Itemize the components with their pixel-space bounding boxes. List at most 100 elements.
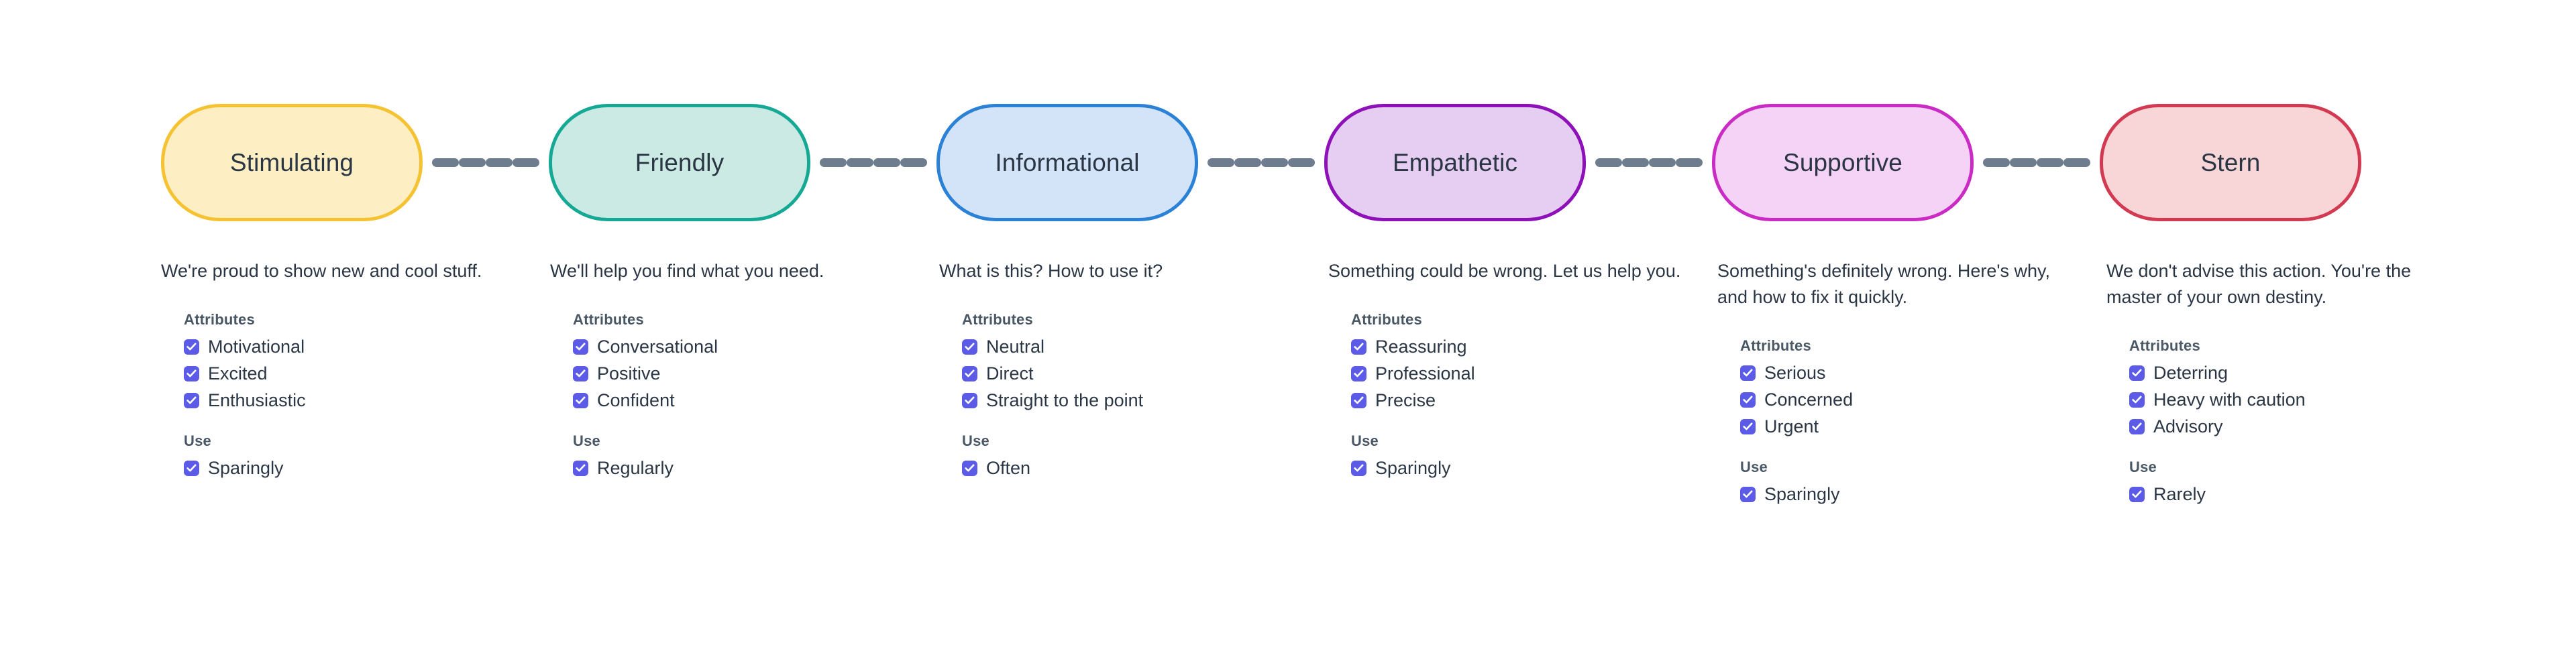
checkbox-checked-icon[interactable] [2129, 392, 2145, 408]
tone-pill-stimulating[interactable]: Stimulating [161, 104, 423, 221]
checkbox-checked-icon[interactable] [1351, 461, 1366, 476]
checkbox-row[interactable]: Enthusiastic [184, 390, 534, 412]
checkbox-checked-icon[interactable] [184, 393, 199, 408]
checkbox-checked-icon[interactable] [573, 461, 588, 476]
tone-description: Something's definitely wrong. Here's why… [1717, 261, 2051, 307]
checkbox-checked-icon[interactable] [1351, 366, 1366, 381]
checkbox-row[interactable]: Conversational [573, 336, 923, 358]
checkbox-row[interactable]: Often [962, 457, 1312, 479]
tone-pill-label: Informational [995, 149, 1140, 176]
checkbox-row[interactable]: Rarely [2129, 483, 2479, 506]
checkbox-row[interactable]: Urgent [1740, 416, 2090, 438]
checkbox-row[interactable]: Regularly [573, 457, 923, 479]
checkbox-row[interactable]: Sparingly [184, 457, 534, 479]
dashed-connector [1208, 158, 1315, 167]
connector-dash [2037, 158, 2063, 167]
attributes-group-title: Attributes [1351, 311, 1422, 328]
checkbox-row[interactable]: Sparingly [1740, 483, 2090, 506]
checkbox-checked-icon[interactable] [962, 461, 977, 476]
use-group-title: Use [1351, 432, 1379, 449]
checkbox-label: Sparingly [1375, 458, 1451, 478]
checkbox-checked-icon[interactable] [1740, 365, 1756, 381]
use-group-title: Use [962, 432, 989, 449]
dashed-connector [432, 158, 539, 167]
checkbox-row[interactable]: Concerned [1740, 389, 2090, 411]
connector-dash [1261, 158, 1288, 167]
checkbox-checked-icon[interactable] [962, 339, 977, 355]
attributes-group-title: Attributes [962, 311, 1033, 328]
connector-dash [1288, 158, 1315, 167]
use-group-title: Use [1740, 459, 1768, 475]
checkbox-checked-icon[interactable] [1351, 339, 1366, 355]
connector-dash [2063, 158, 2090, 167]
tone-column-supportive: Something's definitely wrong. Here's why… [1717, 258, 2106, 510]
checkbox-checked-icon[interactable] [1351, 393, 1366, 408]
attributes-group-title: Attributes [1740, 337, 1811, 354]
checkbox-row[interactable]: Precise [1351, 390, 1701, 412]
tone-pill-supportive[interactable]: Supportive [1712, 104, 1974, 221]
checkbox-label: Concerned [1764, 390, 1854, 410]
tone-pill-stern[interactable]: Stern [2100, 104, 2361, 221]
connector-dash [1649, 158, 1676, 167]
checkbox-checked-icon[interactable] [184, 366, 199, 381]
dashed-connector [820, 158, 927, 167]
checkbox-checked-icon[interactable] [1740, 392, 1756, 408]
checkbox-row[interactable]: Excited [184, 363, 534, 385]
checkbox-checked-icon[interactable] [573, 393, 588, 408]
connector-dash [1208, 158, 1234, 167]
checkbox-row[interactable]: Professional [1351, 363, 1701, 385]
checkbox-checked-icon[interactable] [1740, 419, 1756, 434]
checkbox-label: Regularly [597, 458, 674, 478]
checkbox-row[interactable]: Sparingly [1351, 457, 1701, 479]
tone-description: What is this? How to use it? [939, 261, 1163, 281]
use-group-title: Use [2129, 459, 2157, 475]
use-group-title: Use [573, 432, 600, 449]
checkbox-row[interactable]: Positive [573, 363, 923, 385]
checkbox-row[interactable]: Neutral [962, 336, 1312, 358]
tone-pill-friendly[interactable]: Friendly [549, 104, 810, 221]
checkbox-row[interactable]: Heavy with caution [2129, 389, 2479, 411]
checkbox-checked-icon[interactable] [184, 461, 199, 476]
checkbox-checked-icon[interactable] [184, 339, 199, 355]
checkbox-label: Direct [986, 363, 1034, 384]
checkbox-checked-icon[interactable] [573, 366, 588, 381]
checkbox-checked-icon[interactable] [962, 393, 977, 408]
checkbox-label: Urgent [1764, 416, 1819, 436]
checkbox-checked-icon[interactable] [962, 366, 977, 381]
checkbox-row[interactable]: Straight to the point [962, 390, 1312, 412]
checkbox-label: Positive [597, 363, 661, 384]
checkbox-label: Confident [597, 390, 675, 410]
checkbox-label: Sparingly [1764, 484, 1840, 504]
tone-pill-label: Stimulating [229, 149, 354, 176]
checkbox-row[interactable]: Direct [962, 363, 1312, 385]
checkbox-checked-icon[interactable] [573, 339, 588, 355]
checkbox-row[interactable]: Motivational [184, 336, 534, 358]
checkbox-row[interactable]: Advisory [2129, 416, 2479, 438]
connector-dash [900, 158, 927, 167]
checkbox-row[interactable]: Deterring [2129, 362, 2479, 384]
tone-pill-informational[interactable]: Informational [936, 104, 1198, 221]
checkbox-row[interactable]: Confident [573, 390, 923, 412]
connector-dash [2010, 158, 2037, 167]
connector-dash [486, 158, 513, 167]
connector-dash [820, 158, 847, 167]
checkbox-checked-icon[interactable] [2129, 487, 2145, 502]
checkbox-label: Serious [1764, 363, 1826, 383]
checkbox-row[interactable]: Serious [1740, 362, 2090, 384]
checkbox-row[interactable]: Reassuring [1351, 336, 1701, 358]
tone-pill-label: Friendly [635, 149, 724, 176]
checkbox-checked-icon[interactable] [2129, 365, 2145, 381]
checkbox-checked-icon[interactable] [2129, 419, 2145, 434]
checkbox-checked-icon[interactable] [1740, 487, 1756, 502]
tone-pill-empathetic[interactable]: Empathetic [1324, 104, 1586, 221]
